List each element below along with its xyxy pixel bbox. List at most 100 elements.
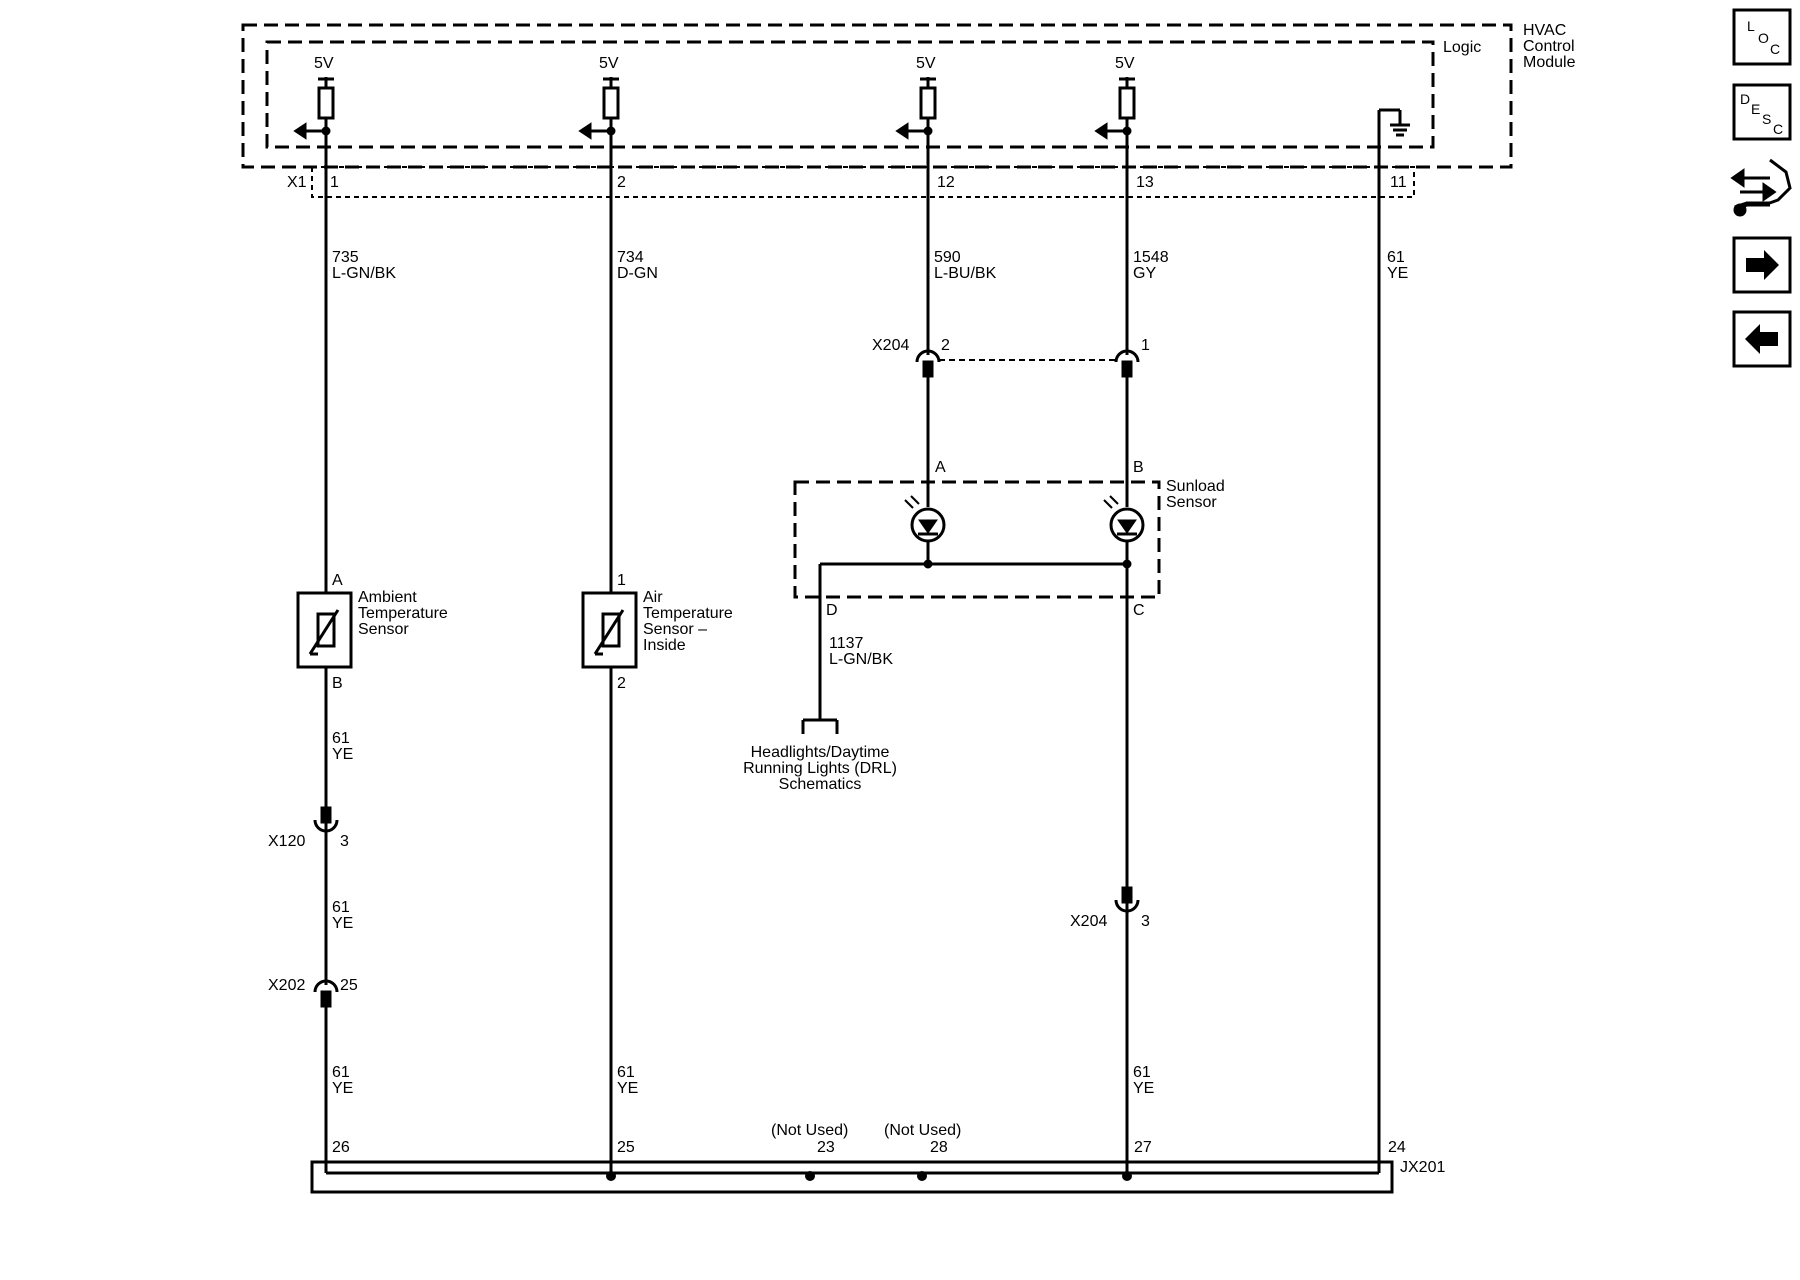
wire-61-ground-color: YE <box>1387 265 1408 282</box>
x202-pin: 25 <box>340 977 358 994</box>
module-pin-2: 2 <box>617 174 626 191</box>
ambient-label-1: Ambient <box>358 589 417 606</box>
splice-pin-26: 26 <box>332 1139 350 1156</box>
x120-label: X120 <box>268 833 305 850</box>
module-pin-1: 1 <box>330 174 339 191</box>
connector-x204-bottom <box>1114 886 1140 913</box>
wires <box>324 131 1381 1173</box>
x204-bottom-label: X204 <box>1070 913 1107 930</box>
sunload-pin-c: C <box>1133 602 1145 619</box>
sunload-label-2: Sensor <box>1166 494 1217 511</box>
wire-734-number: 734 <box>617 249 644 266</box>
desc-letter-e: E <box>1751 101 1760 117</box>
wire-1137-color: L-GN/BK <box>829 651 893 668</box>
x204-top-pin-1: 1 <box>1141 337 1150 354</box>
wire-61-x202-color: YE <box>332 1080 353 1097</box>
module-title-3: Module <box>1523 54 1576 71</box>
wire-61-ambient-color: YE <box>332 746 353 763</box>
inside-air-temperature-sensor <box>581 591 638 669</box>
wire-61-x120-number: 61 <box>332 899 350 916</box>
connector-x202 <box>313 979 339 1008</box>
connector-x204-top <box>915 349 1140 378</box>
module-title-1: HVAC <box>1523 22 1566 39</box>
wire-61-sunload-color: YE <box>1133 1080 1154 1097</box>
wire-1548-color: GY <box>1133 265 1156 282</box>
desc-icon <box>1732 83 1792 141</box>
wire-61-x120-color: YE <box>332 915 353 932</box>
wire-1548-number: 1548 <box>1133 249 1169 266</box>
wire-61-ambient-number: 61 <box>332 730 350 747</box>
wire-61-ground-number: 61 <box>1387 249 1405 266</box>
previous-page-button[interactable] <box>1732 310 1792 368</box>
desc-button[interactable]: D E S C <box>1732 83 1792 141</box>
x202-label: X202 <box>268 977 305 994</box>
wire-61-x202-number: 61 <box>332 1064 350 1081</box>
logic-label: Logic <box>1443 39 1481 56</box>
inside-label-2: Temperature <box>643 605 733 622</box>
desc-letter-s: S <box>1762 111 1771 127</box>
pullup-1 <box>293 77 335 140</box>
splice-jx201 <box>310 1160 1394 1194</box>
drl-ref-line-3[interactable]: Schematics <box>779 776 862 793</box>
inside-label-3: Sensor – <box>643 621 707 638</box>
splice-pin-23: 23 <box>817 1139 835 1156</box>
next-arrow-shape <box>1746 250 1779 280</box>
inside-pin-2: 2 <box>617 675 626 692</box>
ambient-pin-b: B <box>332 675 343 692</box>
drl-reference-symbol <box>801 718 839 734</box>
sunload-pin-b: B <box>1133 459 1144 476</box>
sunload-label-1: Sunload <box>1166 478 1225 495</box>
drl-ref-line-1[interactable]: Headlights/Daytime <box>751 744 890 761</box>
supply-5v-13: 5V <box>1115 55 1135 72</box>
logic-boundary <box>265 40 1435 149</box>
wire-735-color: L-GN/BK <box>332 265 396 282</box>
supply-5v-2: 5V <box>599 55 619 72</box>
wire-734-color: D-GN <box>617 265 658 282</box>
splice-label: JX201 <box>1400 1159 1445 1176</box>
drl-ref-line-2[interactable]: Running Lights (DRL) <box>743 760 897 777</box>
loc-letter-c: C <box>1770 41 1780 57</box>
splice-pin-27: 27 <box>1134 1139 1152 1156</box>
desc-letter-c: C <box>1773 121 1783 137</box>
wire-735-number: 735 <box>332 249 359 266</box>
previous-arrow-shape <box>1745 324 1778 354</box>
loc-button[interactable]: L O C <box>1732 8 1792 66</box>
loc-letter-o: O <box>1758 30 1769 46</box>
splice-pin-28: 28 <box>930 1139 948 1156</box>
x204-bottom-pin: 3 <box>1141 913 1150 930</box>
connector-x120 <box>313 806 339 833</box>
ambient-temperature-sensor <box>296 591 353 669</box>
not-used-28: (Not Used) <box>884 1122 961 1139</box>
ambient-label-3: Sensor <box>358 621 409 638</box>
module-pin-13: 13 <box>1136 174 1154 191</box>
supply-5v-12: 5V <box>916 55 936 72</box>
ambient-pin-a: A <box>332 572 343 589</box>
module-title-2: Control <box>1523 38 1575 55</box>
ambient-label-2: Temperature <box>358 605 448 622</box>
inside-label-1: Air <box>643 589 663 606</box>
wire-61-inside-number: 61 <box>617 1064 635 1081</box>
module-pin-12: 12 <box>937 174 955 191</box>
module-outer-boundary <box>241 23 1513 169</box>
next-page-button[interactable] <box>1732 236 1792 294</box>
x204-top-label: X204 <box>872 337 909 354</box>
not-used-23: (Not Used) <box>771 1122 848 1139</box>
inside-pin-1: 1 <box>617 572 626 589</box>
splice-pin-24: 24 <box>1388 1139 1406 1156</box>
repair-button[interactable] <box>1730 158 1792 217</box>
supply-5v-1: 5V <box>314 55 334 72</box>
loc-icon <box>1732 8 1792 66</box>
sunload-sensor <box>793 480 1161 599</box>
inside-label-4: Inside <box>643 637 686 654</box>
wire-1137-number: 1137 <box>829 635 864 652</box>
wire-590-color: L-BU/BK <box>934 265 997 282</box>
wire-61-sunload-number: 61 <box>1133 1064 1151 1081</box>
splice-pin-25: 25 <box>617 1139 635 1156</box>
x204-top-pin-2: 2 <box>941 337 950 354</box>
module-pin-11: 11 <box>1390 174 1407 191</box>
loc-letter-l: L <box>1747 18 1755 34</box>
ground-icon <box>1377 108 1410 197</box>
hvac-control-module <box>241 23 1513 198</box>
repair-icon <box>1730 158 1792 217</box>
